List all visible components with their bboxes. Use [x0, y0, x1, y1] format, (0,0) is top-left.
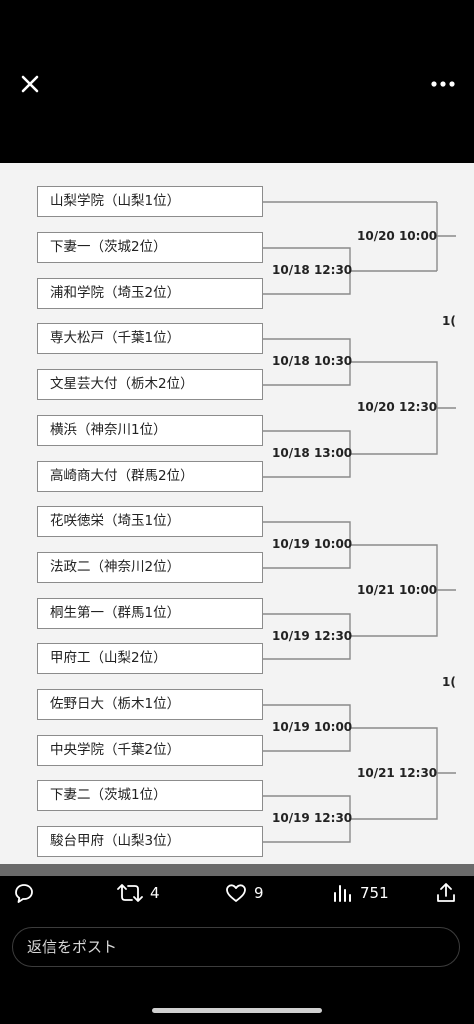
team-box: 駿台甲府（山梨3位） [37, 826, 263, 857]
close-button[interactable] [14, 68, 46, 100]
team-box: 高崎商大付（群馬2位） [37, 461, 263, 492]
team-box: 法政二（神奈川2位） [37, 552, 263, 583]
bracket-image[interactable]: 山梨学院（山梨1位） 下妻一（茨城2位） 浦和学院（埼玉2位） 専大松戸（千葉1… [0, 163, 474, 864]
team-box: 浦和学院（埼玉2位） [37, 278, 263, 309]
team-box: 甲府工（山梨2位） [37, 643, 263, 674]
like-count: 9 [254, 884, 264, 902]
team-box: 専大松戸（千葉1位） [37, 323, 263, 354]
views-chart-icon [334, 885, 351, 902]
team-box: 中央学院（千葉2位） [37, 735, 263, 766]
reply-button[interactable] [12, 878, 36, 908]
match-time: 10/19 10:00 [272, 720, 353, 734]
match-time: 10/21 10:00 [357, 583, 438, 597]
home-indicator [152, 1008, 322, 1013]
cutoff-label: 1( [442, 675, 456, 689]
match-time: 10/20 10:00 [357, 229, 438, 243]
repost-icon [117, 884, 143, 902]
reply-box[interactable] [12, 927, 460, 967]
views-button[interactable]: 751 [330, 878, 389, 908]
match-time: 10/20 12:30 [357, 400, 438, 414]
team-box: 下妻二（茨城1位） [37, 780, 263, 811]
team-box: 横浜（神奈川1位） [37, 415, 263, 446]
like-button[interactable]: 9 [224, 878, 264, 908]
match-time: 10/18 13:00 [272, 446, 353, 460]
cutoff-label: 1( [442, 314, 456, 328]
bracket-lines [263, 201, 456, 843]
reply-input[interactable] [27, 928, 437, 966]
team-box: 山梨学院（山梨1位） [37, 186, 263, 217]
image-bottom-edge [0, 864, 474, 876]
match-time: 10/19 10:00 [272, 537, 353, 551]
team-box: 桐生第一（群馬1位） [37, 598, 263, 629]
close-icon [21, 75, 39, 93]
team-box: 花咲徳栄（埼玉1位） [37, 506, 263, 537]
views-count: 751 [360, 884, 389, 902]
more-horizontal-icon [431, 81, 455, 87]
heart-icon [226, 884, 246, 902]
more-options-button[interactable] [426, 70, 460, 98]
reply-icon [15, 884, 33, 903]
team-box: 佐野日大（栃木1位） [37, 689, 263, 720]
match-time: 10/19 12:30 [272, 629, 353, 643]
match-time: 10/18 10:30 [272, 354, 353, 368]
repost-button[interactable]: 4 [116, 878, 160, 908]
team-box: 文星芸大付（栃木2位） [37, 369, 263, 400]
share-icon [437, 883, 455, 902]
match-time: 10/21 12:30 [357, 766, 438, 780]
share-button[interactable] [434, 878, 458, 908]
team-box: 下妻一（茨城2位） [37, 232, 263, 263]
match-time: 10/19 12:30 [272, 811, 353, 825]
match-time: 10/18 12:30 [272, 263, 353, 277]
repost-count: 4 [150, 884, 160, 902]
